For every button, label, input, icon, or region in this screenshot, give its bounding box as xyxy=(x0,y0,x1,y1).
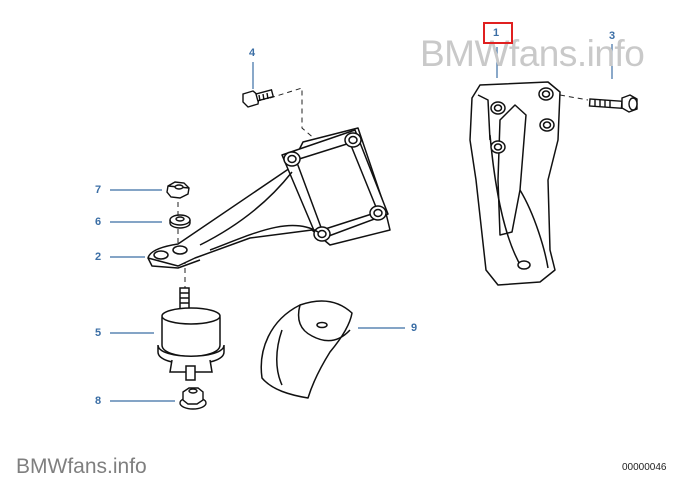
nut-7 xyxy=(166,181,190,199)
callout-3[interactable]: 3 xyxy=(609,30,616,42)
bolt-4 xyxy=(242,89,275,108)
watermark-top: BMWfans.info xyxy=(420,33,645,75)
flange-nut-8 xyxy=(179,387,207,410)
callout-7[interactable]: 7 xyxy=(95,184,102,196)
rubber-mount-5 xyxy=(157,287,225,381)
watermark-top-brand: BMWfans xyxy=(420,33,577,74)
heat-shield-9 xyxy=(260,300,353,399)
callout-4[interactable]: 4 xyxy=(249,47,256,59)
watermark-bottom: BMWfans.info xyxy=(16,455,147,479)
leader-lines xyxy=(110,44,613,402)
bolt-3-path xyxy=(559,94,589,101)
callout-2[interactable]: 2 xyxy=(95,251,102,263)
callout-8[interactable]: 8 xyxy=(95,395,102,407)
callout-9[interactable]: 9 xyxy=(411,322,418,334)
engine-bracket-2 xyxy=(147,127,391,269)
washer-6 xyxy=(169,214,191,229)
diagram-number: 00000046 xyxy=(622,462,667,473)
watermark-bottom-brand: BMWfans xyxy=(16,455,108,478)
callout-1[interactable]: 1 xyxy=(493,27,500,39)
watermark-bottom-suffix: .info xyxy=(107,455,147,478)
highlight-box-part-1 xyxy=(483,22,513,44)
callout-5[interactable]: 5 xyxy=(95,327,102,339)
callout-6[interactable]: 6 xyxy=(95,216,102,228)
watermark-top-suffix: .info xyxy=(576,33,645,74)
bracket-1 xyxy=(469,81,561,286)
bolt-3 xyxy=(588,94,638,113)
